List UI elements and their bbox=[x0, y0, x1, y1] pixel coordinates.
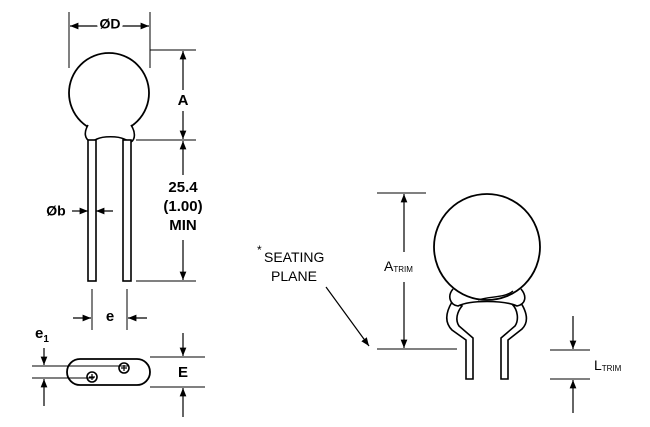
thickness-e-label: E bbox=[178, 364, 188, 381]
diameter-d-label: ØD bbox=[100, 16, 121, 32]
lead-diameter-label: Øb bbox=[46, 203, 65, 219]
seating-line2: PLANE bbox=[271, 268, 317, 284]
body-outline-top-view bbox=[66, 358, 151, 386]
a-trim-label: ATRIM bbox=[384, 258, 413, 274]
inner-edge bbox=[477, 290, 514, 301]
height-a-label: A bbox=[178, 92, 189, 109]
right-kinked-lead bbox=[500, 298, 528, 380]
seated-capacitor-disc bbox=[433, 193, 541, 301]
coating-neck bbox=[84, 124, 136, 143]
seating-plane-leader bbox=[325, 286, 370, 347]
lead-length-min: MIN bbox=[169, 217, 197, 234]
seated-view bbox=[325, 192, 590, 413]
seating-line1: SEATING bbox=[264, 249, 324, 265]
left-lead bbox=[87, 139, 97, 282]
l-trim-label: LTRIM bbox=[594, 357, 622, 373]
offset-e1-label: e1 bbox=[35, 325, 49, 345]
right-lead bbox=[122, 139, 132, 282]
lead-spacing-label: e bbox=[106, 308, 114, 325]
lead-length-inch: (1.00) bbox=[163, 198, 202, 215]
front-view bbox=[68, 12, 196, 330]
capacitor-disc bbox=[68, 52, 150, 134]
lead-length-value: 25.4 bbox=[168, 179, 198, 196]
bottom-view bbox=[32, 333, 205, 417]
seating-star: * bbox=[257, 243, 262, 257]
left-kinked-lead bbox=[445, 301, 474, 380]
